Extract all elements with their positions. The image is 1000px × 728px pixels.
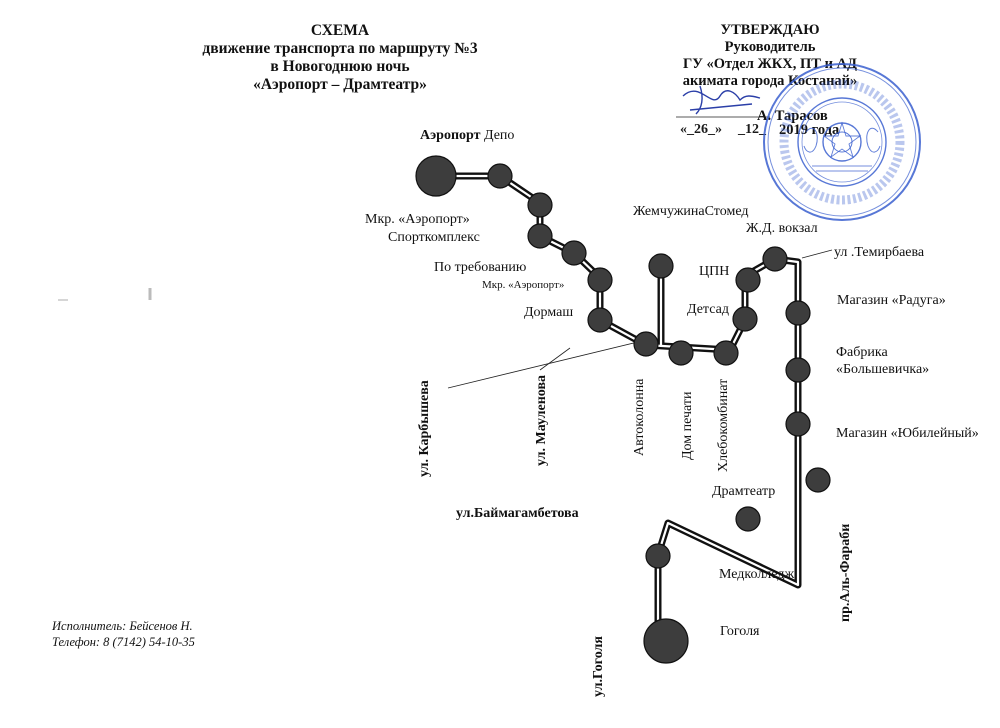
label-detsad: Детсад	[687, 302, 729, 317]
label-yubileiny: Магазин «Юбилейный»	[836, 426, 979, 441]
stop-mkr-airport-2	[587, 267, 613, 293]
label-factory-2: «Большевичка»	[836, 362, 930, 377]
pointer-line-maulenova	[539, 347, 571, 371]
label-gogolya: Гоголя	[720, 624, 760, 639]
approval-line-2: Руководитель	[724, 39, 816, 55]
pointer-line-temirbaeva	[801, 249, 833, 259]
stop-sport-complex	[527, 223, 553, 249]
label-sport-complex: Спорткомплекс	[388, 230, 480, 245]
label-temirbaeva: ул .Темирбаева	[834, 245, 925, 260]
street-maulenova: ул. Мауленова	[534, 374, 549, 466]
label-raduga: Магазин «Радуга»	[837, 293, 946, 308]
stop-on-request	[561, 240, 587, 266]
route-stops	[415, 155, 831, 664]
stop-depot	[487, 163, 513, 189]
label-dom-pechati: Дом печати	[680, 391, 695, 460]
stop-tspn	[735, 267, 761, 293]
approval-line-1: УТВЕРЖДАЮ	[720, 22, 820, 38]
stop-dramteatr	[735, 506, 761, 532]
footer-phone: Телефон: 8 (7142) 54-10-35	[52, 635, 195, 649]
label-on-request: По требованию	[434, 260, 527, 275]
label-factory-1: Фабрика	[836, 345, 888, 360]
label-mkr-airport-small: Мкр. «Аэропорт»	[482, 279, 565, 291]
stop-airport	[415, 155, 457, 197]
stop-medkolledzh	[645, 543, 671, 569]
stop-detsad	[732, 306, 758, 332]
label-dramteatr: Драмтеатр	[712, 484, 776, 499]
street-gogolya: ул.Гоголя	[591, 636, 606, 697]
street-baimagambetova: ул.Баймагамбетова	[456, 506, 579, 521]
official-stamp-icon	[763, 63, 921, 221]
label-zhd-vokzal: Ж.Д. вокзал	[746, 221, 818, 236]
approval-date-month: _12_	[738, 122, 766, 137]
street-al-farabi: пр.Аль-Фараби	[838, 523, 853, 622]
signature-icon	[676, 85, 770, 118]
title-line-1: СХЕМА	[310, 22, 370, 39]
approval-date-day: «_26_»	[680, 122, 722, 137]
title-line-2: движение транспорта по маршруту №3	[202, 40, 478, 57]
label-avtokolonna: Автоколонна	[632, 378, 647, 456]
stop-dramteatr-side	[805, 467, 831, 493]
approval-block: УТВЕРЖДАЮ Руководитель ГУ «Отдел ЖКХ, ПТ…	[640, 22, 900, 90]
stop-zhemchuzhina	[648, 253, 674, 279]
label-mkr-airport: Мкр. «Аэропорт»	[365, 212, 470, 227]
stop-gogolya	[643, 618, 689, 664]
stop-dormash	[587, 307, 613, 333]
stop-yubileiny	[785, 411, 811, 437]
stop-zhd-vokzal	[762, 246, 788, 272]
label-medkolledzh: Медколледж	[719, 567, 795, 582]
label-tspn: ЦПН	[699, 264, 730, 279]
label-depot: Депо	[484, 128, 515, 143]
stop-raduga	[785, 300, 811, 326]
title-line-3: в Новогоднюю ночь	[270, 58, 410, 75]
stop-avtokolonna	[633, 331, 659, 357]
label-dormash: Дормаш	[524, 305, 574, 320]
document-title: СХЕМА движение транспорта по маршруту №3…	[130, 22, 550, 94]
pointer-line-karbysheva	[447, 339, 647, 389]
label-zhemchuzhina: ЖемчужинаСтомед	[633, 204, 749, 219]
stop-mkr-airport	[527, 192, 553, 218]
stop-dom-pechati	[668, 340, 694, 366]
stop-bolshevichka	[785, 357, 811, 383]
approval-line-4: акимата города Костанай»	[682, 73, 858, 89]
footer-executor: Исполнитель: Бейсенов Н.	[52, 619, 193, 633]
street-karbysheva: ул. Карбышева	[417, 380, 432, 477]
title-line-4: «Аэропорт – Драмтеатр»	[253, 76, 427, 93]
label-khlebokombinat: Хлебокомбинат	[716, 378, 731, 472]
label-airport: Аэропорт	[420, 128, 481, 143]
stop-khlebokombinat	[713, 340, 739, 366]
approval-line-3: ГУ «Отдел ЖКХ, ПТ и АД	[682, 56, 858, 72]
